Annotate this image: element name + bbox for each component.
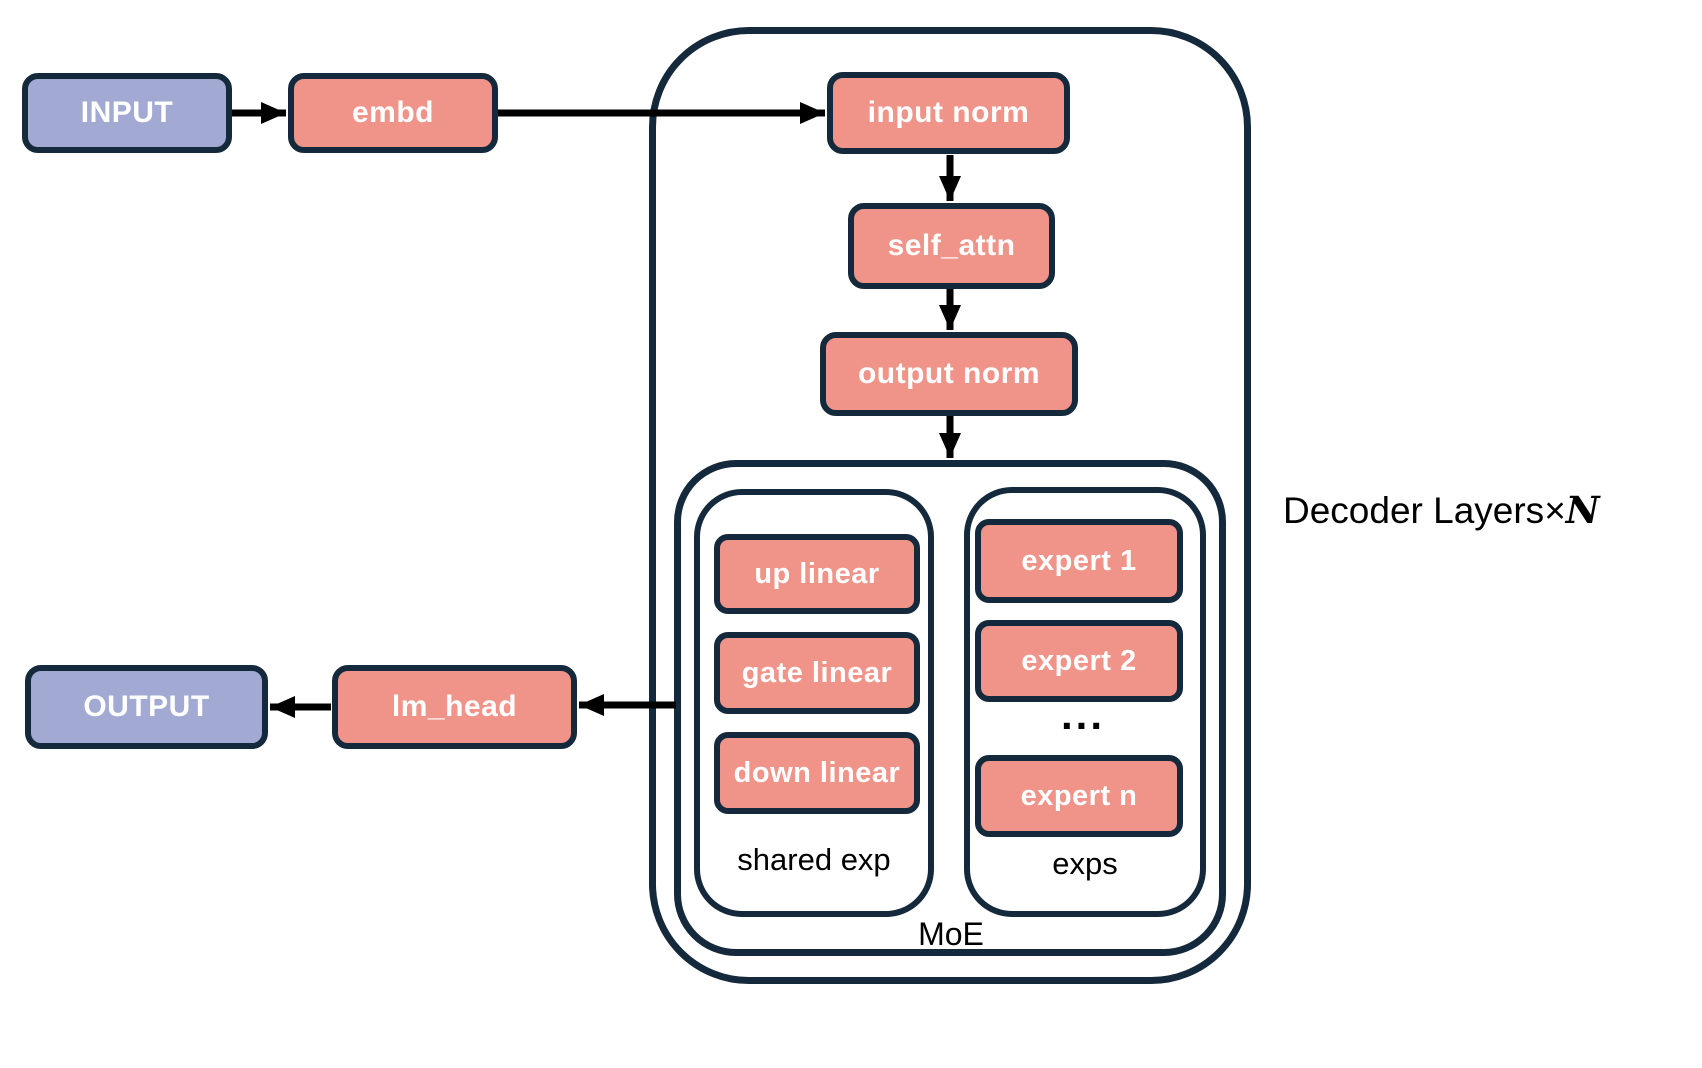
experts-ellipsis: ... <box>1060 690 1105 738</box>
lm-head-node: lm_head <box>332 665 577 749</box>
shared-exp-label: shared exp <box>737 842 891 877</box>
up-linear-node: up linear <box>714 534 920 614</box>
output-node: OUTPUT <box>25 665 268 749</box>
decoder-layers-text: Decoder Layers <box>1283 490 1545 531</box>
gate-linear-node: gate linear <box>714 632 920 714</box>
output-norm-node: output norm <box>820 332 1078 416</box>
self-attn-node: self_attn <box>848 203 1055 289</box>
input-norm-node: input norm <box>827 72 1070 154</box>
times-symbol: × <box>1544 490 1566 531</box>
expert-n-node: expert n <box>975 755 1183 837</box>
exps-label: exps <box>1052 846 1118 881</box>
n-variable: N <box>1565 488 1600 532</box>
moe-label: MoE <box>918 916 984 952</box>
down-linear-node: down linear <box>714 732 920 814</box>
input-node: INPUT <box>22 73 232 153</box>
embd-node: embd <box>288 73 498 153</box>
expert-1-node: expert 1 <box>975 519 1183 603</box>
decoder-layers-label: Decoder Layers×N <box>1283 488 1683 538</box>
expert-2-node: expert 2 <box>975 620 1183 702</box>
